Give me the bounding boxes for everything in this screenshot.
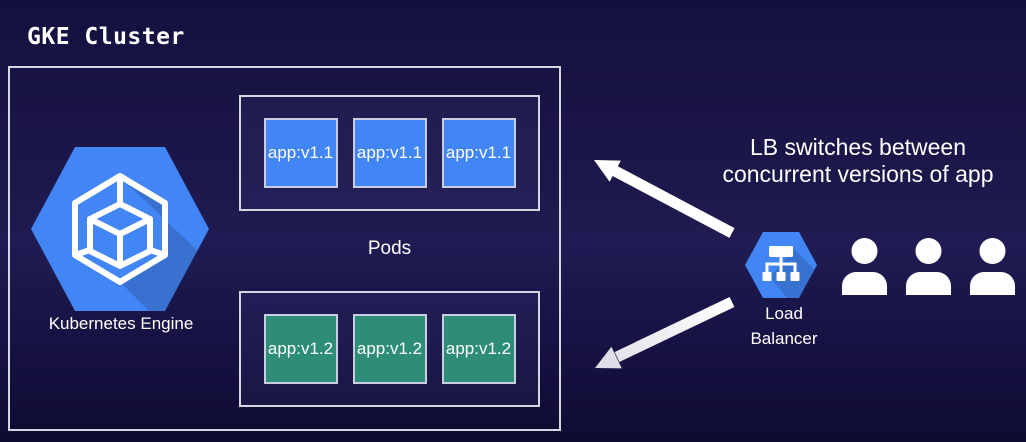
gke-cluster-box — [8, 66, 561, 431]
pod-app-v1-1: app:v1.1 — [263, 118, 338, 188]
lb-network-glyph — [762, 246, 800, 281]
pod-app-v1-2: app:v1.2 — [441, 314, 516, 384]
arrow-to-v1-1-icon — [594, 160, 735, 238]
pod-app-v1-2: app:v1.2 — [352, 314, 427, 384]
gke-hexagon — [31, 147, 209, 311]
lb-caption: LB switches between concurrent versions … — [695, 134, 1021, 188]
pod-app-v1-2: app:v1.2 — [263, 314, 338, 384]
gke-cube-glyph — [72, 173, 168, 285]
arrow-to-v1-2-icon — [595, 297, 735, 369]
kubernetes-engine-label: Kubernetes Engine — [48, 314, 194, 333]
pod-app-v1-1: app:v1.1 — [441, 118, 516, 188]
kubernetes-engine-icon — [31, 147, 209, 311]
pods-label: Pods — [367, 238, 412, 259]
user-icon — [842, 238, 887, 295]
users-group — [841, 238, 1016, 295]
lb-caption-line1: LB switches between — [749, 134, 967, 160]
load-balancer-label: Load Balancer — [750, 304, 818, 348]
lb-caption-line2: concurrent versions of app — [722, 161, 994, 187]
lb-hexagon-shadow — [770, 249, 817, 298]
pod-app-v1-1: app:v1.1 — [352, 118, 427, 188]
pod-group-v1-2: app:v1.2 app:v1.2 app:v1.2 — [239, 291, 540, 407]
load-balancer-icon — [745, 232, 817, 298]
user-icon — [906, 238, 951, 295]
user-icon — [970, 238, 1015, 295]
page-title: GKE Cluster — [27, 24, 185, 50]
pod-group-v1-1: app:v1.1 app:v1.1 app:v1.1 — [239, 95, 540, 211]
